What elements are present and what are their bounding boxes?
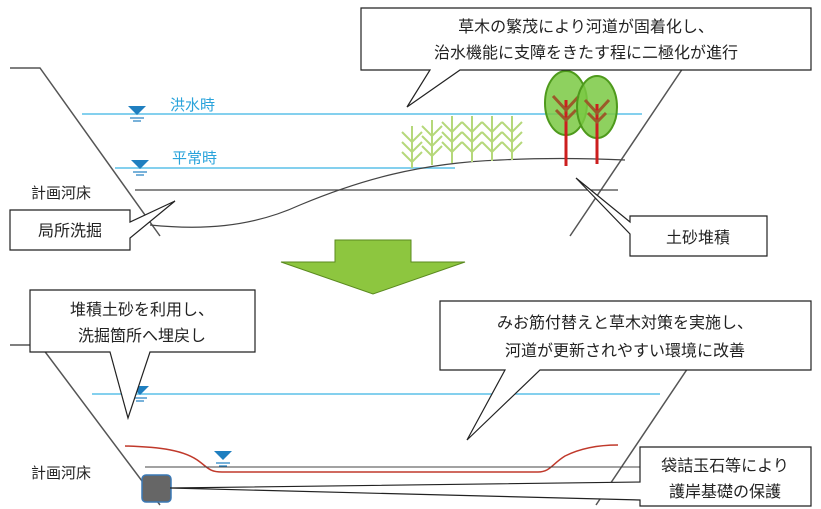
callout-channel-line2: 河道が更新されやすい環境に改善: [505, 341, 745, 360]
callout-channel-line1: みお筋付替えと草木対策を実施し、: [497, 313, 753, 332]
callout-refill-line1: 堆積土砂を利用し、: [70, 300, 214, 319]
plan-bed-label: 計画河床: [31, 184, 91, 202]
deposit-label: 土砂堆積: [666, 228, 730, 247]
water-level-icon: [128, 106, 146, 122]
callout-refill-line2: 洗掘箇所へ埋戻し: [78, 326, 206, 345]
callout-protection-line2: 護岸基礎の保護: [669, 482, 781, 501]
bottom-section: 計画河床 堆積土砂を利用し、 洗掘箇所へ埋戻し みお筋付替えと草木対策を実施し、…: [10, 289, 812, 507]
scour-label: 局所洗掘: [38, 221, 102, 240]
callout-vegetation: 草木の繁茂により河道が固着化し、 治水機能に支障をきたす程に二極化が進行: [360, 7, 812, 108]
callout-vegetation-line1: 草木の繁茂により河道が固着化し、: [458, 17, 714, 36]
callout-protection-line1: 袋詰玉石等により: [661, 456, 789, 475]
water-level-icon: [214, 451, 232, 467]
bottom-riverbed: [124, 444, 619, 473]
top-riverbed-curve: [149, 157, 626, 228]
top-left-bank: [10, 67, 161, 237]
flood-label: 洪水時: [170, 96, 215, 114]
normal-label: 平常時: [172, 149, 217, 167]
sandbag-stone-icon: [141, 474, 172, 503]
top-section: 洪水時 平常時 計画河床 草木の繁茂により河道が固着化し、 治水機能に支: [9, 7, 812, 257]
callout-channel: みお筋付替えと草木対策を実施し、 河道が更新されやすい環境に改善: [439, 300, 812, 441]
grass-icon: [401, 116, 523, 168]
plan-bed-label-bottom: 計画河床: [31, 464, 91, 482]
callout-scour: 局所洗掘: [9, 200, 176, 251]
callout-deposit: 土砂堆積: [575, 177, 768, 257]
water-level-icon: [131, 160, 149, 176]
callout-protection: 袋詰玉石等により 護岸基礎の保護: [169, 446, 812, 507]
callout-refill: 堆積土砂を利用し、 洗掘箇所へ埋戻し: [29, 289, 256, 421]
down-arrow-icon: [280, 239, 466, 295]
tree-icon: [576, 75, 618, 164]
callout-vegetation-line2: 治水機能に支障をきたす程に二極化が進行: [434, 43, 738, 62]
tree-icon: [544, 70, 588, 166]
